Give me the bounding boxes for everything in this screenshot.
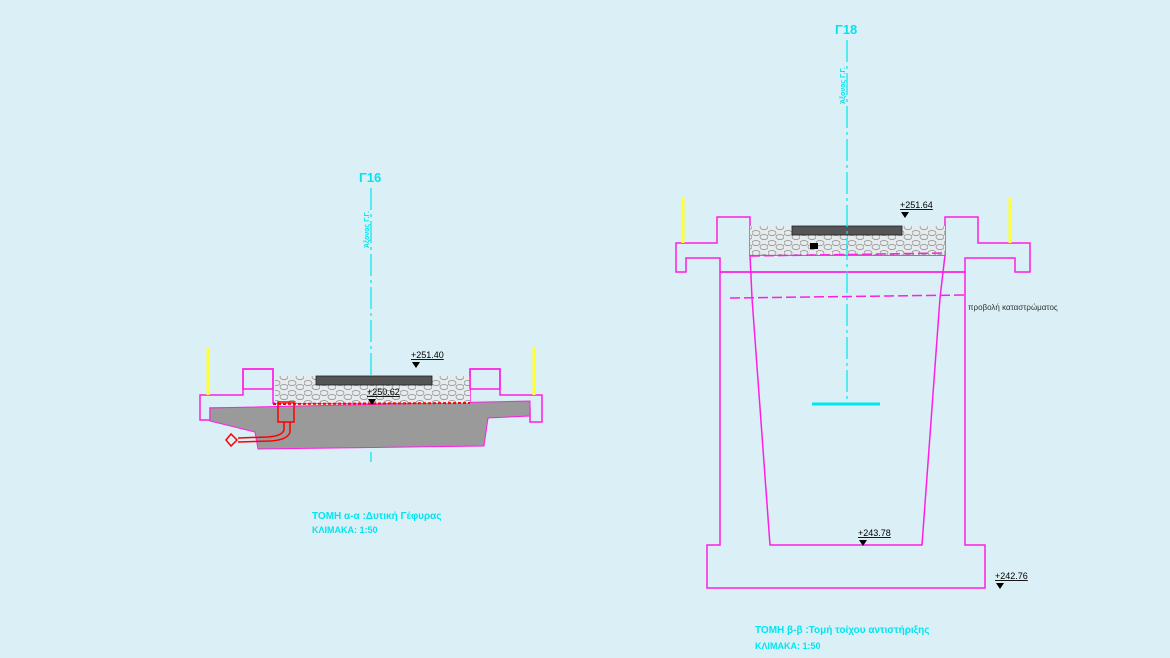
deck-projection-note: προβολή καταστρώματος xyxy=(968,303,1058,312)
right-curb xyxy=(469,368,501,390)
drain-block xyxy=(810,243,818,249)
svg-text:+242.76: +242.76 xyxy=(995,571,1028,581)
right-level-top: +251.64 xyxy=(900,200,933,218)
left-sleeper xyxy=(315,375,433,386)
deck-projection-line xyxy=(729,294,966,299)
left-membrane xyxy=(272,402,471,405)
left-axis-label: Γ16 xyxy=(359,170,381,185)
left-axis-text: Άξονας Γ.Γ. xyxy=(364,211,371,248)
ballast-bottom-line xyxy=(749,252,946,257)
left-section: Γ16 Άξονας Γ.Γ. +251.40 +250.62 ΤΟΜΗ α-α… xyxy=(199,170,543,535)
right-section: Γ18 Άξονας Γ.Γ. +251.64 +243.78 +242.76 … xyxy=(675,22,1058,651)
svg-text:+243.78: +243.78 xyxy=(858,528,891,538)
left-section-scale: ΚΛΙΜΑΚΑ: 1:50 xyxy=(312,525,378,535)
svg-text:+250.62: +250.62 xyxy=(367,387,400,397)
left-level-bottom: +250.62 xyxy=(367,387,400,405)
right-axis-text: Άξονας Γ.Γ. xyxy=(840,67,847,104)
right-axis-label: Γ18 xyxy=(835,22,857,37)
right-level-footing: +242.76 xyxy=(995,571,1028,589)
drain-pipe xyxy=(225,401,295,448)
svg-text:+251.40: +251.40 xyxy=(411,350,444,360)
right-level-inner: +243.78 xyxy=(858,528,891,546)
left-curb xyxy=(242,368,274,390)
left-level-top: +251.40 xyxy=(411,350,444,368)
left-section-title: ΤΟΜΗ α-α :Δυτική Γέφυρας xyxy=(312,511,442,522)
svg-text:+251.64: +251.64 xyxy=(900,200,933,210)
right-section-scale: ΚΛΙΜΑΚΑ: 1:50 xyxy=(755,641,821,651)
left-grey-mass xyxy=(209,400,531,450)
right-section-title: ΤΟΜΗ β-β :Τομή τοίχου αντιστήριξης xyxy=(755,625,929,636)
retaining-wall xyxy=(706,271,986,589)
